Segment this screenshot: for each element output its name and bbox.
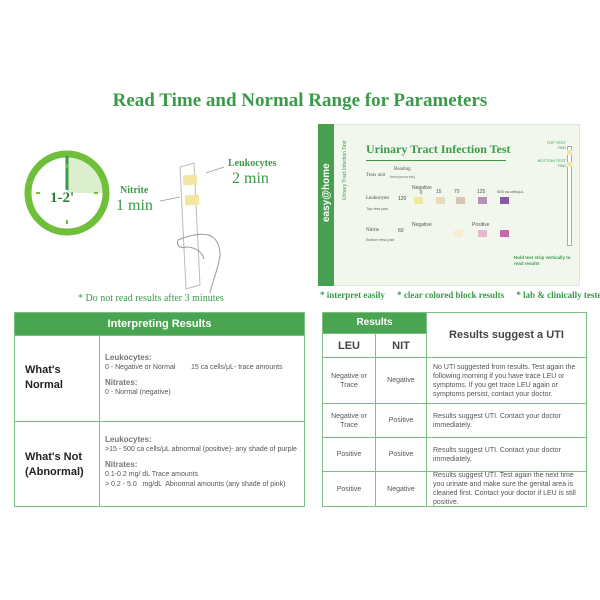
- table-row: Negative or Trace Positive Results sugge…: [323, 403, 586, 437]
- read-warning: * Do not read results after 3 minutes: [78, 293, 224, 304]
- table-row: Positive Negative Results suggest UTI. T…: [323, 471, 586, 506]
- feature-1: * clear colored block results: [397, 290, 505, 300]
- leuko-pad-4: [500, 197, 509, 204]
- reading-label: Reading: [394, 167, 411, 172]
- row-content: Leukocytes: >15 - 500 ca cells/μL abnorm…: [105, 435, 297, 488]
- leuko-pad-3: [478, 197, 487, 204]
- panel-strip-pad-top: [567, 150, 572, 155]
- interpreting-results-table: Interpreting Results What's Normal Leuko…: [14, 312, 305, 507]
- strip-top-label: TOP TEST PAD: [546, 140, 566, 150]
- nitrite-pad-2: [500, 230, 509, 237]
- table-row: Negative or Trace Negative No UTI sugges…: [323, 357, 586, 403]
- strip-bottom-label: BOTTOM TEST PAD: [537, 158, 566, 168]
- reading-unit-label: time(seconds): [390, 174, 416, 179]
- panel-title: Urinary Tract Infection Test: [366, 142, 511, 156]
- row-content: Leukocytes: 0 - Negative or Normal 15 ca…: [105, 353, 283, 396]
- brand-strip: [318, 124, 334, 286]
- scale-leuko-3: 125: [477, 189, 486, 195]
- col-nit-header: NIT: [375, 333, 426, 357]
- features-row: * interpret easily * clear colored block…: [320, 290, 600, 300]
- nitrite-time: 1 min: [116, 197, 153, 214]
- panel-side-text: Urinary Tract Infection Test: [342, 140, 348, 200]
- leuko-read-time: 120: [398, 196, 407, 202]
- feature-2: * lab & clinically tested: [516, 290, 600, 300]
- scale-leuko-4: 500 ca cells/μL: [497, 189, 524, 194]
- bottom-pad-label: Bottom test pad: [366, 237, 395, 242]
- results-suggest-uti-table: Results Results suggest a UTI LEU NIT Ne…: [322, 312, 587, 507]
- results-header: Results: [323, 313, 426, 333]
- panel-strip-pad-bottom: [567, 162, 572, 167]
- scale-leuko-1: 15: [436, 189, 442, 195]
- table-row: Positive Positive Results suggest UTI. C…: [323, 437, 586, 471]
- table-row-normal: What's Normal Leukocytes: 0 - Negative o…: [15, 335, 304, 421]
- clock-label: 1-2': [50, 190, 75, 206]
- page-title: Read Time and Normal Range for Parameter…: [112, 90, 488, 111]
- tests-unit-label: Tests unit: [366, 173, 386, 178]
- test-strip-hand-illustration: [159, 162, 225, 294]
- leukocytes-label: Leukocytes: [228, 158, 277, 169]
- product-panel: [318, 124, 580, 286]
- strip-instructions: Hold test strip vertically to read resul…: [514, 255, 571, 266]
- nitrite-row-label: Nitrite: [366, 228, 380, 233]
- top-pad-label: Top test pad: [366, 206, 388, 211]
- nitrite-pad-1: [478, 230, 487, 237]
- panel-title-underline: [366, 160, 506, 161]
- feature-0: * interpret easily: [320, 290, 385, 300]
- col-leu-header: LEU: [323, 333, 375, 357]
- brand-logo: easy@home: [321, 163, 332, 222]
- scale-leuko-0: Negative 0: [412, 185, 432, 196]
- scale-nitrite-0: Negative: [412, 222, 432, 228]
- scale-leuko-2: 70: [454, 189, 460, 195]
- scale-nitrite-1: Positive: [472, 222, 490, 228]
- suggest-uti-header: Results suggest a UTI: [426, 313, 586, 357]
- leuko-pad-0: [414, 197, 423, 204]
- leuko-pad-2: [456, 197, 465, 204]
- leuko-row-label: Leukocytes: [366, 196, 390, 201]
- leuko-pad-1: [436, 197, 445, 204]
- interpreting-results-header: Interpreting Results: [15, 313, 304, 335]
- nitrite-read-time: 60: [398, 228, 404, 234]
- nitrite-pad-0: [454, 230, 463, 237]
- nitrite-label: Nitrite: [120, 185, 149, 196]
- leukocytes-time: 2 min: [232, 170, 269, 187]
- table-row-abnormal: What's Not (Abnormal) Leukocytes: >15 - …: [15, 421, 304, 506]
- panel-test-strip: [567, 146, 572, 246]
- row-label: What's Normal: [25, 364, 63, 391]
- row-label: What's Not (Abnormal): [25, 451, 84, 478]
- clock-icon: [24, 150, 110, 236]
